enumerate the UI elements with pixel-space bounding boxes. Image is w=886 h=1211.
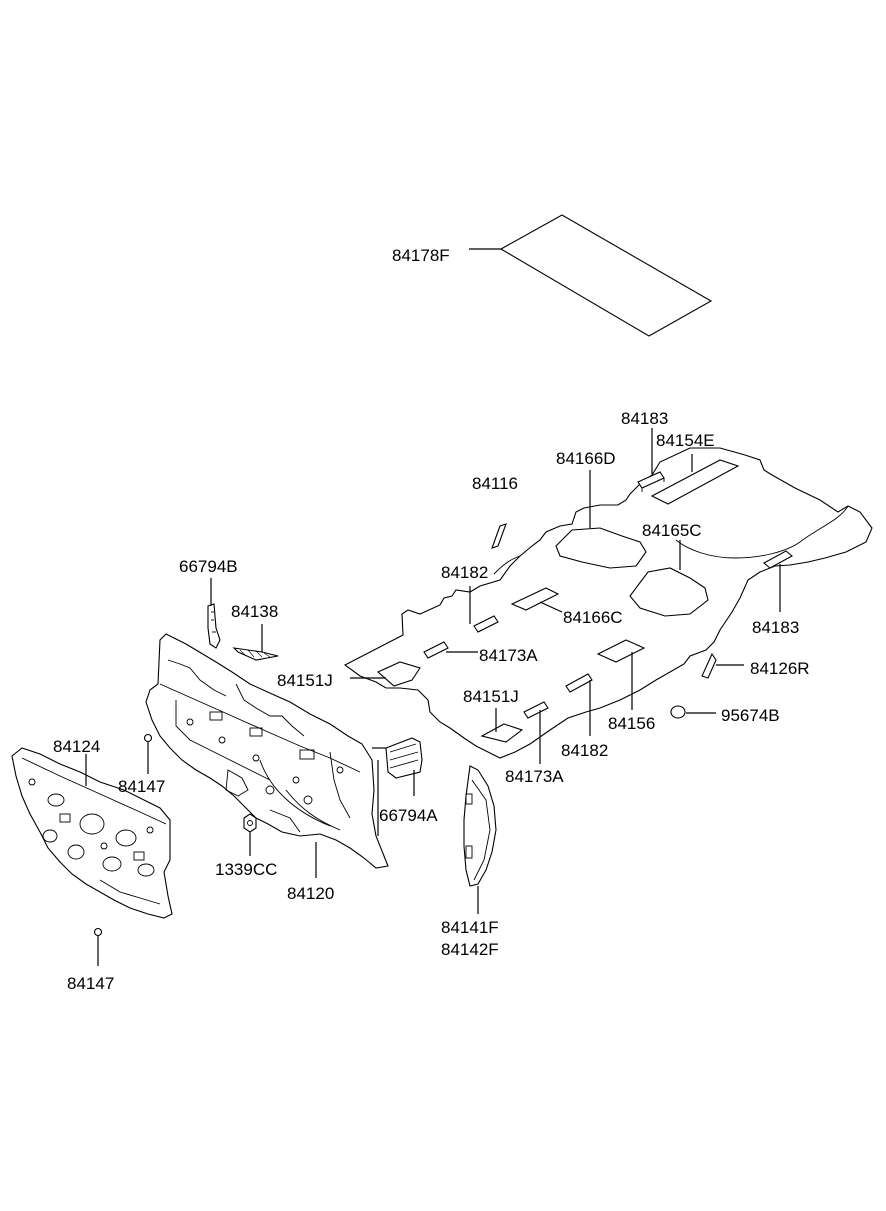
label-84182-bot: 84182 — [561, 741, 608, 760]
clip-84147-top — [143, 733, 153, 743]
label-84141F: 84141F — [441, 918, 499, 937]
label-84156: 84156 — [608, 714, 655, 733]
label-84147-bot: 84147 — [67, 974, 114, 993]
pad-84138 — [232, 647, 279, 661]
label-84165C: 84165C — [642, 521, 702, 540]
clip-84147-bot — [93, 927, 103, 937]
label-1339CC: 1339CC — [215, 860, 277, 879]
block-84182-bot — [565, 673, 593, 693]
label-84166D: 84166D — [556, 449, 616, 468]
strip-84126R — [701, 652, 717, 679]
pad-84151J-left — [376, 661, 421, 687]
label-84154E: 84154E — [656, 431, 715, 450]
pad-84156 — [596, 639, 646, 663]
bracket-66794B — [207, 603, 221, 649]
nut-1339CC — [243, 813, 257, 833]
label-84173A-top: 84173A — [479, 646, 538, 665]
labels: 84178F 84183 84154E 84166D 84116 84165C … — [53, 246, 810, 993]
part-84178F-pad — [499, 214, 713, 337]
label-84120: 84120 — [287, 884, 334, 903]
label-84183-right: 84183 — [752, 618, 799, 637]
block-84173A-bot — [523, 701, 549, 719]
insulator-84124 — [11, 747, 173, 919]
pad-84165C — [629, 567, 709, 617]
label-84147-top: 84147 — [118, 777, 165, 796]
label-84124: 84124 — [53, 737, 100, 756]
bracket-66794A — [385, 737, 423, 779]
floor-carpet — [343, 447, 873, 759]
leader-84166C — [539, 601, 563, 613]
label-95674B: 95674B — [721, 706, 780, 725]
label-84138: 84138 — [231, 602, 278, 621]
label-66794A: 66794A — [379, 806, 438, 825]
label-84166C: 84166C — [563, 608, 623, 627]
block-84182-top — [473, 615, 499, 633]
pad-84151J-mid — [480, 723, 524, 743]
pad-84166C — [510, 587, 560, 611]
label-66794B: 66794B — [179, 557, 238, 576]
block-84173A-top — [423, 641, 449, 659]
label-84173A-bot: 84173A — [505, 767, 564, 786]
pad-84154E — [650, 459, 740, 505]
label-84182-top: 84182 — [441, 563, 488, 582]
grommet-95674B — [670, 705, 686, 719]
block-84183-right — [763, 550, 793, 569]
pad-84166D — [555, 527, 647, 569]
dash-panel-84120 — [145, 633, 389, 869]
label-84142F: 84142F — [441, 940, 499, 959]
label-84116: 84116 — [472, 474, 518, 493]
label-84126R: 84126R — [750, 659, 810, 678]
label-84178F: 84178F — [392, 246, 450, 265]
label-84151J-left: 84151J — [277, 671, 333, 690]
strip-84116 — [491, 523, 507, 549]
label-84151J-mid: 84151J — [463, 687, 519, 706]
label-84183-top: 84183 — [621, 409, 668, 428]
side-trim-84141F — [463, 765, 497, 887]
block-84183-top — [637, 471, 665, 492]
